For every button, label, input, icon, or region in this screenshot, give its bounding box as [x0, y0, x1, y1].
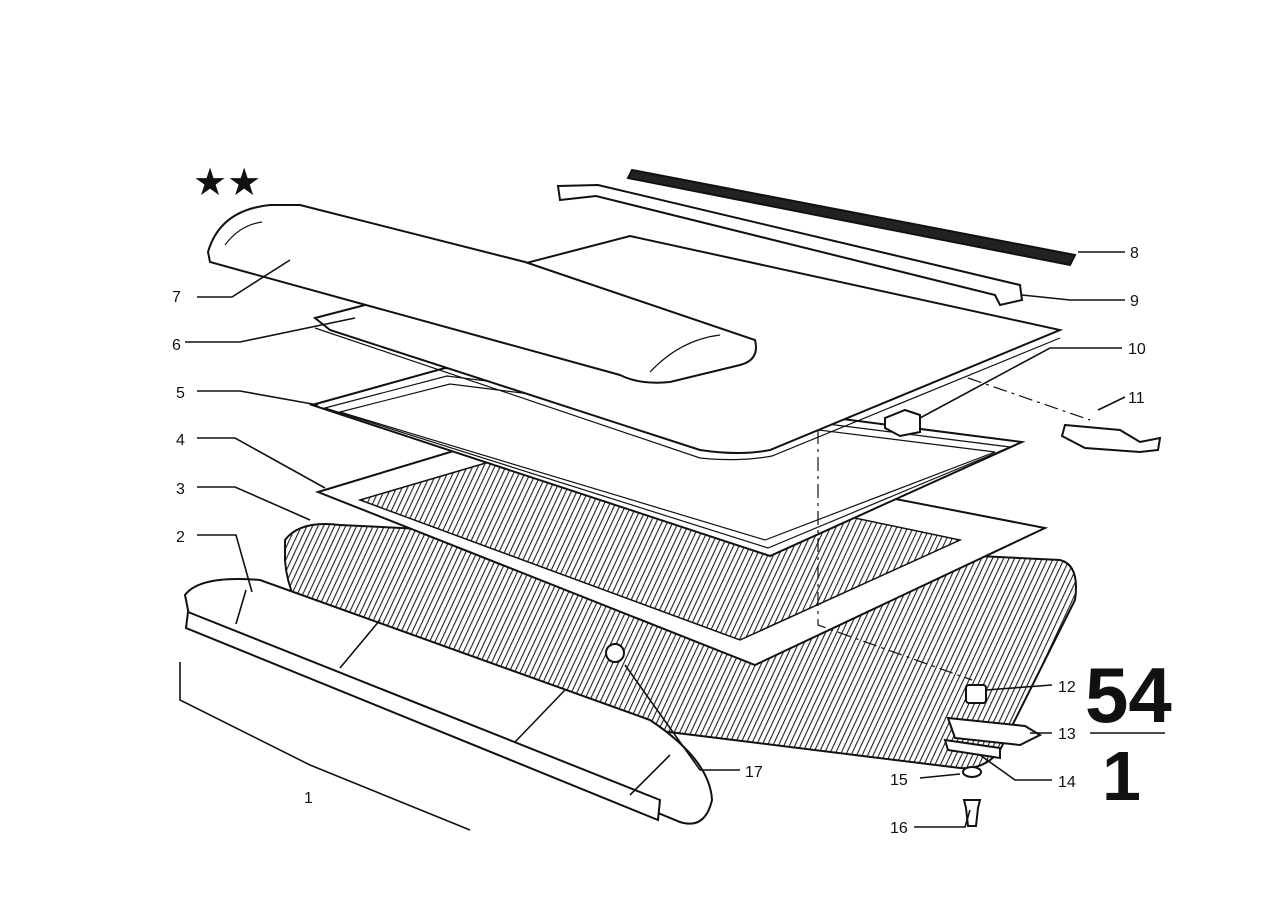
- callout-3: 3: [176, 481, 185, 498]
- callout-2: 2: [176, 529, 185, 546]
- part-4-frame-center: [357, 449, 963, 641]
- callout-14: 14: [1058, 774, 1076, 791]
- callout-16: 16: [890, 820, 908, 837]
- callout-11: 11: [1128, 390, 1145, 407]
- part-7-wind-deflector: [206, 204, 757, 384]
- callout-5: 5: [176, 385, 185, 402]
- group-number-main: 54: [1085, 651, 1172, 739]
- part-17-clip: [605, 643, 625, 663]
- part-12-nut: [965, 684, 987, 704]
- callout-12: 12: [1058, 679, 1076, 696]
- part-10-bracket: [884, 408, 921, 438]
- callout-9: 9: [1130, 293, 1139, 310]
- callout-1: 1: [304, 790, 313, 807]
- part-2-rail: [184, 610, 662, 822]
- callout-8: 8: [1130, 245, 1139, 262]
- callout-13: 13: [1058, 726, 1076, 743]
- part-13-slide: [946, 716, 1043, 747]
- group-number-sub: 1: [1102, 737, 1141, 815]
- callout-4: 4: [176, 432, 185, 449]
- part-11-plate: [1060, 423, 1162, 454]
- callout-6: 6: [172, 337, 181, 354]
- part-9-guide-rail: [556, 183, 1024, 307]
- part-15-washer: [962, 766, 982, 778]
- callout-10: 10: [1128, 341, 1146, 358]
- part-8-strip: [626, 168, 1077, 267]
- part-14-plate: [943, 738, 1001, 760]
- callout-17: 17: [745, 764, 763, 781]
- callout-15: 15: [890, 772, 908, 789]
- callout-7: 7: [172, 289, 181, 306]
- part-2-slat-assembly: [183, 578, 714, 825]
- star-marks-icon: ★★: [193, 160, 261, 204]
